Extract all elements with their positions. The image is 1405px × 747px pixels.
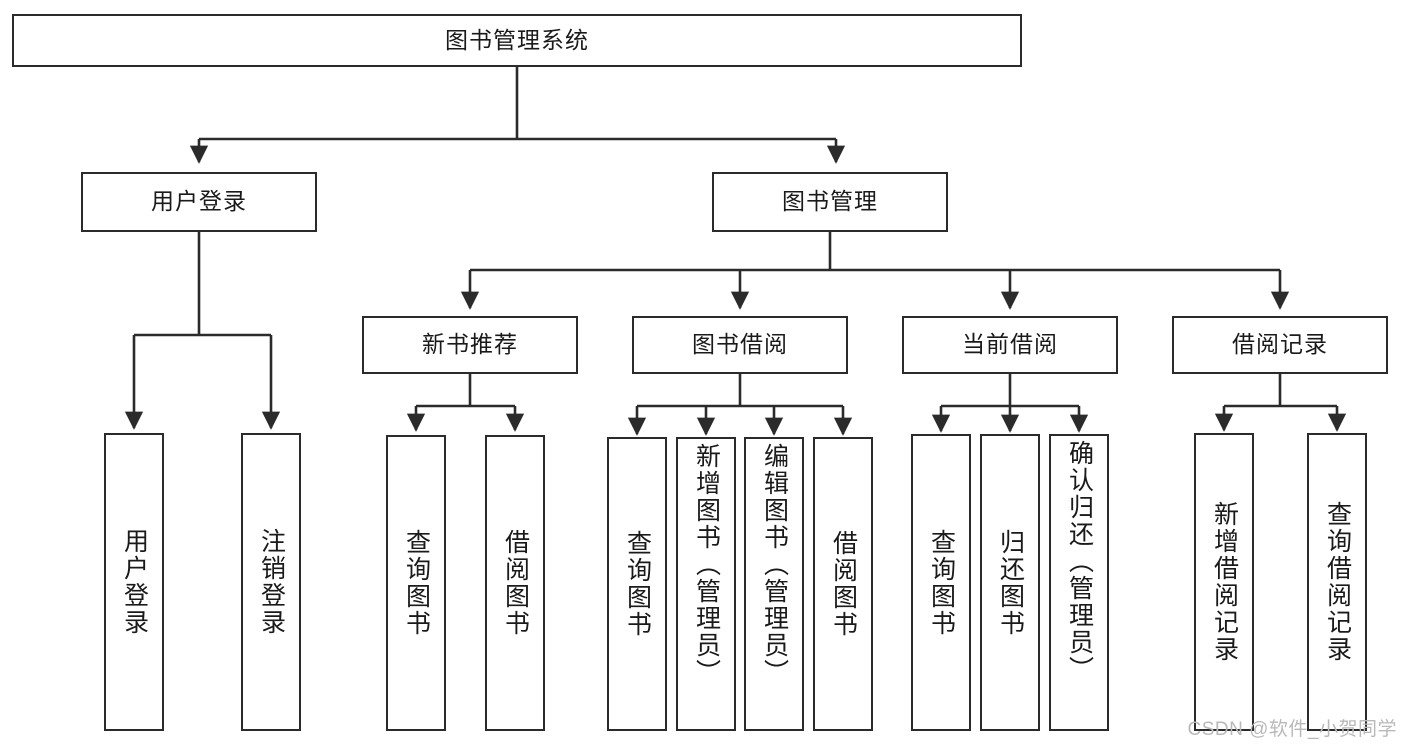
node-leaf-confirm-return-admin[interactable]: 确认归还（管理员） [1049, 434, 1109, 731]
node-leaf-user-login[interactable]: 用户登录 [104, 433, 164, 731]
node-leaf-query-borrow-record[interactable]: 查询借阅记录 [1307, 433, 1367, 731]
node-label: 图书管理 [782, 188, 878, 215]
node-label: 查询借阅记录 [1323, 501, 1352, 663]
node-current-borrow[interactable]: 当前借阅 [902, 316, 1118, 374]
node-leaf-return-book[interactable]: 归还图书 [980, 434, 1040, 731]
node-borrow-record[interactable]: 借阅记录 [1172, 316, 1388, 374]
node-label: 确认归还（管理员） [1065, 440, 1094, 683]
node-new-book-recommend[interactable]: 新书推荐 [362, 316, 578, 374]
node-label: 图书借阅 [692, 331, 788, 358]
node-book-management[interactable]: 图书管理 [712, 172, 948, 232]
node-label: 借阅图书 [501, 529, 530, 637]
node-label: 用户登录 [151, 188, 247, 215]
node-leaf-add-book-admin[interactable]: 新增图书（管理员） [676, 437, 736, 731]
node-user-login[interactable]: 用户登录 [81, 172, 317, 232]
node-leaf-edit-book-admin[interactable]: 编辑图书（管理员） [744, 437, 804, 731]
node-label: 查询图书 [927, 528, 956, 637]
node-leaf-borrow-book-recommend[interactable]: 借阅图书 [485, 435, 545, 731]
node-leaf-query-book-borrow[interactable]: 查询图书 [607, 437, 667, 731]
node-leaf-query-book-recommend[interactable]: 查询图书 [386, 435, 446, 731]
node-label: 查询图书 [402, 529, 431, 637]
node-leaf-logout[interactable]: 注销登录 [241, 433, 301, 731]
node-label: 图书管理系统 [445, 26, 589, 53]
node-book-borrow[interactable]: 图书借阅 [632, 316, 848, 374]
node-leaf-query-book-current[interactable]: 查询图书 [911, 434, 971, 731]
node-label: 编辑图书（管理员） [760, 443, 789, 686]
node-label: 注销登录 [257, 528, 286, 636]
node-label: 借阅记录 [1232, 331, 1328, 358]
node-label: 借阅图书 [829, 530, 858, 638]
node-leaf-add-borrow-record[interactable]: 新增借阅记录 [1194, 433, 1254, 731]
node-label: 查询图书 [623, 530, 652, 638]
node-label: 用户登录 [120, 528, 149, 636]
node-label: 新增图书（管理员） [692, 443, 721, 686]
csdn-watermark: CSDN @软件_小贺同学 [1187, 719, 1397, 740]
node-label: 新增借阅记录 [1210, 501, 1239, 663]
node-label: 归还图书 [996, 528, 1025, 637]
node-root-library-system[interactable]: 图书管理系统 [12, 14, 1022, 67]
node-label: 当前借阅 [962, 331, 1058, 358]
node-label: 新书推荐 [422, 331, 518, 358]
node-leaf-borrow-book[interactable]: 借阅图书 [813, 437, 873, 731]
